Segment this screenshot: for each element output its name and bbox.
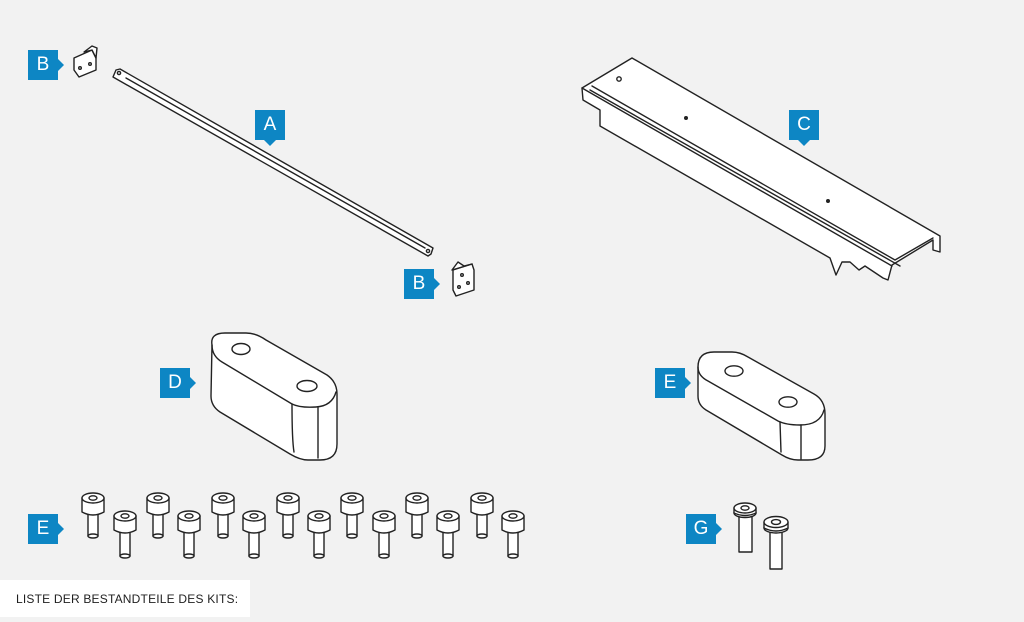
part-e-block <box>697 351 826 461</box>
part-e-screws-front-row <box>113 510 525 559</box>
part-a-bar <box>112 68 434 257</box>
socket-screw-back-2 <box>146 492 170 539</box>
part-g-screw-back <box>733 502 757 553</box>
socket-screw-front-3 <box>242 510 266 559</box>
socket-screw-back-3 <box>211 492 235 539</box>
label-a: A <box>255 110 285 146</box>
part-b-bracket-top <box>73 45 98 78</box>
socket-screw-back-5 <box>340 492 364 539</box>
label-c: C <box>789 110 819 146</box>
part-b-bracket-bottom <box>451 261 475 297</box>
socket-screw-front-2 <box>177 510 201 559</box>
label-b-bottom: B <box>404 269 440 299</box>
part-e-screws-back-row <box>81 492 494 539</box>
label-g: G <box>686 514 722 544</box>
part-c-channel <box>581 57 941 281</box>
socket-screw-front-6 <box>436 510 460 559</box>
socket-screw-front-1 <box>113 510 137 559</box>
label-d: D <box>160 368 196 398</box>
socket-screw-front-7 <box>501 510 525 559</box>
socket-screw-back-1 <box>81 492 105 539</box>
label-b-top: B <box>28 50 64 80</box>
socket-screw-back-7 <box>470 492 494 539</box>
socket-screw-front-4 <box>307 510 331 559</box>
part-g-screws <box>733 502 789 570</box>
socket-screw-front-5 <box>372 510 396 559</box>
parts-list-caption-box: LISTE DER BESTANDTEILE DES KITS: <box>0 580 250 617</box>
label-e-block: E <box>655 368 691 398</box>
part-g-screw-front <box>763 515 789 570</box>
part-d-block <box>210 332 338 461</box>
parts-list-caption: LISTE DER BESTANDTEILE DES KITS: <box>16 592 239 606</box>
socket-screw-back-6 <box>405 492 429 539</box>
label-e-screws: E <box>28 514 64 544</box>
socket-screw-back-4 <box>276 492 300 539</box>
